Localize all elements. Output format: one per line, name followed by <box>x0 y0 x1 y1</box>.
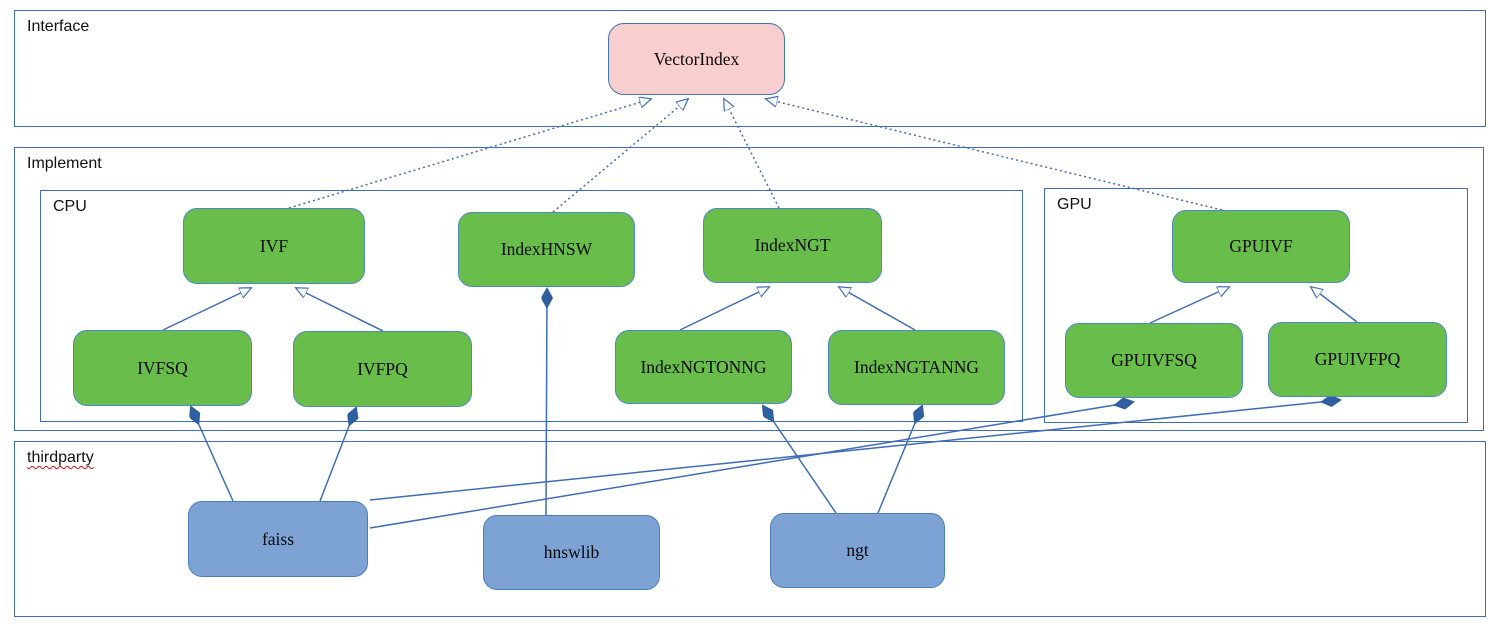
class-node-faiss[interactable]: faiss <box>188 501 368 577</box>
class-node-label: GPUIVFPQ <box>1314 349 1401 369</box>
class-node-ivf[interactable]: IVF <box>183 208 365 284</box>
group-cpu-label: CPU <box>53 198 87 215</box>
class-node-label: ngt <box>846 540 869 560</box>
class-node-vectorindex[interactable]: VectorIndex <box>608 23 785 95</box>
group-gpu-label: GPU <box>1057 196 1092 213</box>
class-node-gpuivfpq[interactable]: GPUIVFPQ <box>1268 322 1447 397</box>
class-node-label: hnswlib <box>543 542 600 562</box>
class-node-label: IndexNGT <box>754 235 831 255</box>
class-node-hnswlib[interactable]: hnswlib <box>483 515 660 590</box>
class-node-label: IndexNGTONNG <box>640 356 767 377</box>
class-node-indexngtonng[interactable]: IndexNGTONNG <box>615 330 792 404</box>
class-node-gpuivf[interactable]: GPUIVF <box>1172 210 1350 283</box>
class-node-gpuivfsq[interactable]: GPUIVFSQ <box>1065 323 1243 398</box>
class-node-label: GPUIVF <box>1229 236 1293 256</box>
class-node-ivfpq[interactable]: IVFPQ <box>293 331 472 407</box>
class-node-ngt[interactable]: ngt <box>770 513 945 588</box>
class-node-label: IndexHNSW <box>500 239 593 259</box>
group-thirdparty-label: thirdparty <box>27 449 94 466</box>
class-node-label: VectorIndex <box>653 48 740 69</box>
class-node-label: IVFPQ <box>357 358 408 379</box>
group-implement-label: Implement <box>27 155 102 172</box>
class-node-label: IVFSQ <box>137 357 188 378</box>
class-node-label: GPUIVFSQ <box>1111 350 1197 370</box>
group-interface-label: Interface <box>27 18 90 35</box>
class-node-indexngtanng[interactable]: IndexNGTANNG <box>828 330 1005 405</box>
class-node-indexhnsw[interactable]: IndexHNSW <box>458 212 635 287</box>
class-node-ivfsq[interactable]: IVFSQ <box>73 330 252 406</box>
class-node-indexngt[interactable]: IndexNGT <box>703 208 882 283</box>
class-node-label: IndexNGTANNG <box>854 357 979 377</box>
class-node-label: faiss <box>261 528 295 549</box>
class-node-label: IVF <box>259 235 289 256</box>
